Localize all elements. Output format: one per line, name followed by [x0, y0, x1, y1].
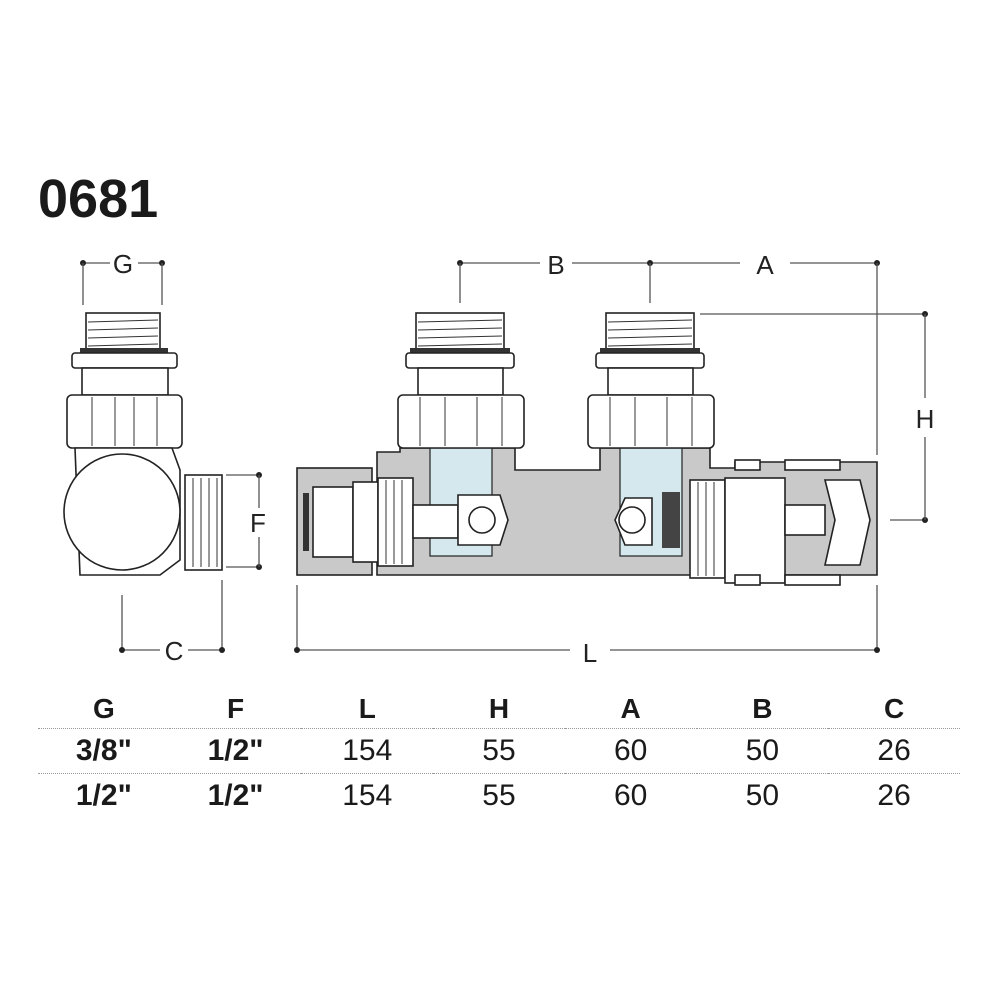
dim-label-f: F	[250, 508, 266, 538]
cell-f: 1/2"	[207, 779, 264, 812]
dimensions-table: G F L H A B C 3/8" 1/2" 154 55 60 50 26 …	[38, 690, 960, 818]
cell-l: 154	[301, 728, 434, 774]
section-view-valve: B A H L	[294, 250, 934, 668]
dim-label-c: C	[165, 636, 184, 666]
col-header-b: B	[696, 690, 829, 729]
cell-c: 26	[828, 728, 960, 774]
cell-c: 26	[877, 779, 911, 812]
dim-label-a: A	[756, 250, 774, 280]
cell-h: 55	[433, 728, 565, 774]
cell-b: 50	[696, 728, 829, 774]
dim-label-l: L	[583, 638, 597, 668]
cell-g: 1/2"	[75, 779, 132, 812]
side-view-valve: G F C	[63, 249, 266, 666]
dim-label-h: H	[916, 404, 935, 434]
cell-g: 3/8"	[38, 728, 170, 774]
cell-a: 60	[613, 779, 648, 812]
cell-l: 154	[342, 779, 393, 812]
col-header-f: F	[169, 690, 302, 729]
table-row: 1/2" 1/2" 154 55 60 50 26	[38, 774, 960, 819]
col-header-g: G	[38, 690, 170, 729]
col-header-l: L	[301, 690, 434, 729]
col-header-h: H	[433, 690, 565, 729]
table-row: 3/8" 1/2" 154 55 60 50 26	[38, 728, 960, 774]
cell-h: 55	[482, 779, 516, 812]
cell-f: 1/2"	[169, 728, 302, 774]
cell-b: 50	[745, 779, 780, 812]
table-header-row: G F L H A B C	[38, 690, 960, 729]
col-header-a: A	[564, 690, 697, 729]
product-code-title: 0681	[38, 169, 159, 229]
col-header-c: C	[828, 690, 960, 729]
cell-a: 60	[564, 728, 697, 774]
dim-label-b: B	[547, 250, 564, 280]
dim-label-g: G	[113, 249, 133, 279]
